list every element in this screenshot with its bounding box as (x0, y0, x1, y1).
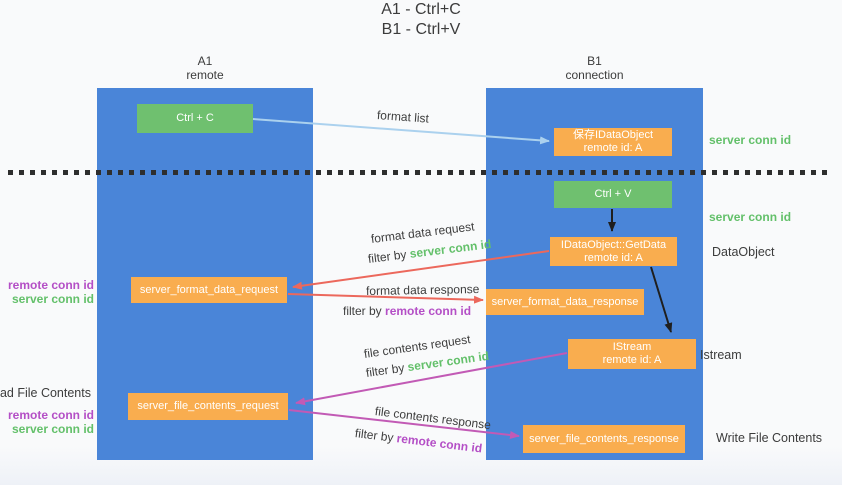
node-istream-line2: remote id: A (602, 354, 662, 366)
left-label-remote-conn-id-top: remote conn id (7, 278, 94, 292)
flow-label-format-data-response-text: format data response (365, 282, 480, 298)
filter-by-text: filter by (367, 247, 408, 266)
node-save-dataobject-line1: 保存IDataObject (572, 129, 654, 141)
right-label-istream: Istream (700, 348, 742, 362)
column-b-name: B1 (587, 54, 602, 68)
column-a-header: A1 remote (97, 54, 313, 82)
node-server-file-contents-request: server_file_contents_request (128, 393, 288, 420)
left-label-remote-conn-id-bottom: remote conn id (7, 408, 94, 422)
node-server-format-data-response-label: server_format_data_response (491, 295, 639, 308)
left-label-read-file-contents: Read File Contents (0, 386, 91, 400)
node-server-file-contents-response-label: server_file_contents_response (529, 432, 679, 445)
node-save-dataobject: 保存IDataObject remote id: A (554, 128, 672, 156)
filter-by-text: filter by (354, 426, 395, 445)
node-server-file-contents-response: server_file_contents_response (523, 425, 685, 453)
node-save-dataobject-line2: remote id: A (583, 142, 643, 154)
node-getdata-line1: IDataObject::GetData (560, 238, 667, 251)
node-server-file-contents-request-label: server_file_contents_request (137, 400, 279, 412)
remote-conn-id-text: remote conn id (395, 431, 483, 456)
flow-label-file-contents-response-text: file contents response (374, 404, 492, 433)
filter-by-text: filter by (343, 304, 382, 318)
machine-boundary-divider (8, 170, 827, 175)
remote-conn-id-text: remote conn id (385, 304, 472, 318)
right-label-dataobject: DataObject (712, 245, 775, 259)
column-b-header: B1 connection (486, 54, 703, 82)
flow-label-filter-remote-conn-2: filter by remote conn id (354, 426, 483, 456)
node-ctrl-v-label: Ctrl + V (594, 188, 632, 200)
flow-label-format-list: format list (377, 108, 430, 126)
left-label-server-conn-id-top: server conn id (11, 292, 94, 306)
node-ctrl-c: Ctrl + C (137, 104, 253, 133)
flow-label-format-list-text: format list (376, 108, 430, 126)
filter-by-text: filter by (365, 360, 406, 380)
node-istream-line1: IStream (612, 341, 652, 353)
title-line-1: A1 - Ctrl+C (381, 1, 461, 18)
flow-label-filter-remote-conn-1: filter by remote conn id (343, 304, 471, 318)
diagram-title: A1 - Ctrl+C B1 - Ctrl+V (0, 0, 842, 40)
node-istream: IStream remote id: A (568, 339, 696, 369)
node-ctrl-v: Ctrl + V (554, 181, 672, 208)
right-label-server-conn-id-mid: server conn id (709, 210, 792, 224)
flow-label-file-contents-response: file contents response (374, 404, 492, 432)
server-conn-id-text: server conn id (408, 236, 492, 261)
right-label-write-file-contents: Write File Contents (716, 431, 823, 445)
left-label-server-conn-id-bottom: server conn id (11, 422, 94, 436)
column-b-subtitle: connection (565, 68, 624, 82)
flow-label-format-data-response: format data response (366, 282, 480, 298)
node-getdata: IDataObject::GetData remote id: A (550, 237, 677, 266)
title-line-2: B1 - Ctrl+V (381, 21, 461, 38)
right-label-server-conn-id-top: server conn id (709, 133, 792, 147)
node-server-format-data-response: server_format_data_response (486, 289, 644, 315)
column-a-name: A1 (197, 54, 213, 68)
node-ctrl-c-label: Ctrl + C (176, 112, 214, 124)
node-getdata-line2: remote id: A (584, 251, 643, 264)
column-a-subtitle: remote (186, 68, 224, 82)
node-server-format-data-request: server_format_data_request (131, 277, 287, 303)
node-server-format-data-request-label: server_format_data_request (139, 283, 279, 296)
